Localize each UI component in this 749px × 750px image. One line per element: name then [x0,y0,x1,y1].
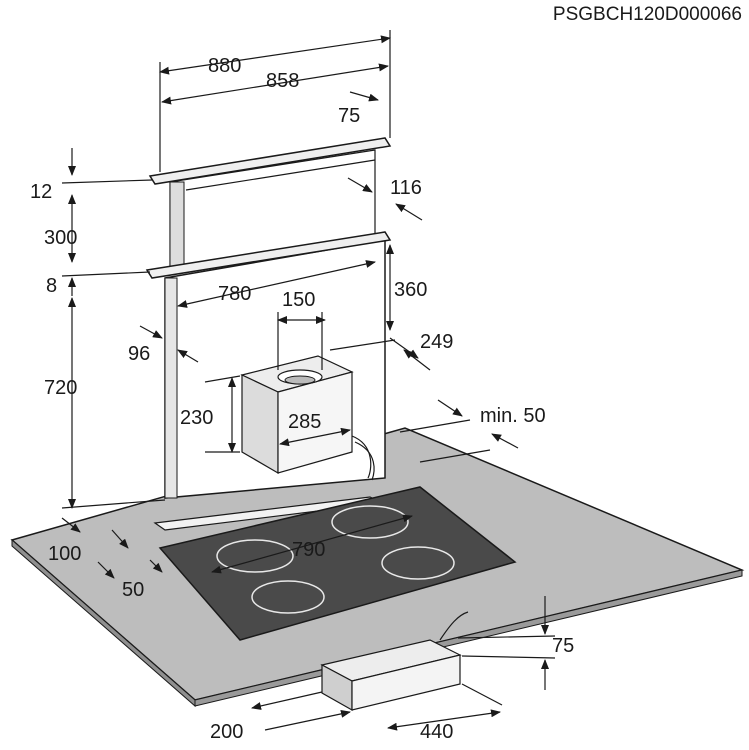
dim-285: 285 [288,411,321,433]
dim-96: 96 [128,343,150,365]
external-box [320,611,469,712]
dim-200: 200 [210,721,243,743]
dim-min-50: min. 50 [480,405,546,427]
drawing-code: PSGBCH120D000066 [553,4,742,25]
dim-720: 720 [44,377,77,399]
motor-box [240,355,375,481]
dim-100: 100 [48,543,81,565]
dim-360: 360 [394,279,427,301]
dim-230: 230 [180,407,213,429]
dim-440: 440 [420,721,453,743]
dimension-lines [61,30,556,731]
dim-790: 790 [292,539,325,561]
dim-75-box: 75 [552,635,574,657]
dim-150: 150 [282,289,315,311]
dim-75-top: 75 [338,105,360,127]
dim-8: 8 [46,275,57,297]
dim-780: 780 [218,283,251,305]
dim-50: 50 [122,579,144,601]
dim-880: 880 [208,55,241,77]
dim-300: 300 [44,227,77,249]
dim-116: 116 [390,177,422,199]
dim-12: 12 [30,181,52,203]
dim-858: 858 [266,70,299,92]
dim-249: 249 [420,331,453,353]
